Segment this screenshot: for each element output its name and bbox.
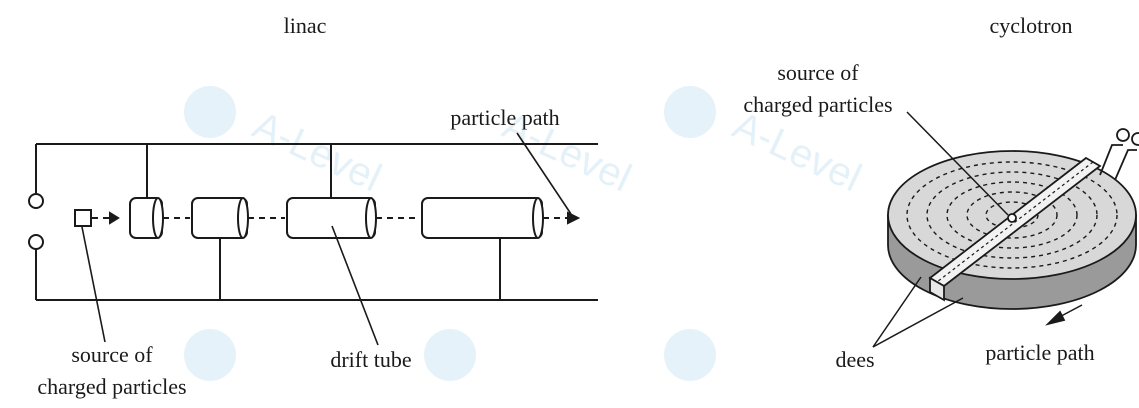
cyclotron-title: cyclotron [989, 13, 1072, 38]
leader-dee-left [872, 276, 922, 348]
watermark-text: A-Level [246, 103, 388, 200]
cyclotron-source-label-line2: charged particles [743, 92, 892, 117]
watermark-logo [664, 329, 716, 381]
linac-particle-path-label: particle path [450, 105, 559, 130]
linac-terminal-bottom [28, 234, 44, 250]
linac-source-box [74, 209, 92, 227]
cyclotron-particle-path-label: particle path [985, 340, 1094, 365]
drift-tube-3 [286, 197, 377, 239]
leader-linac-source [81, 226, 106, 343]
watermark-logo [184, 329, 236, 381]
linac-source-label-line1: source of [71, 342, 153, 367]
cyclotron-source-label-line1: source of [777, 60, 859, 85]
leader-cyclotron-source [906, 111, 1009, 216]
cyclotron-diagram [872, 111, 1139, 348]
drift-tube-label: drift tube [330, 347, 411, 372]
dee-gap-front [929, 276, 945, 302]
cyclotron-terminals [1099, 128, 1139, 181]
watermark-logo [424, 329, 476, 381]
linac-diagram [28, 132, 598, 346]
watermark-text: A-Level [726, 103, 868, 200]
watermark-logo [664, 86, 716, 138]
linac-arrow-start [109, 211, 120, 225]
leader-linac-particle-path [516, 132, 572, 215]
cyclotron-path-arrow [1045, 310, 1066, 326]
linac-terminal-top [28, 193, 44, 209]
watermark-logo [184, 86, 236, 138]
drift-tube-1 [129, 197, 164, 239]
linac-title: linac [284, 13, 327, 38]
drift-tube-2 [191, 197, 249, 239]
dees-label: dees [835, 347, 874, 372]
cyclotron-spiral-path [906, 161, 1118, 269]
linac-arrow-end [567, 211, 581, 225]
linac-source-label-line2: charged particles [37, 374, 186, 399]
cyclotron-source-dot [1007, 213, 1017, 223]
drift-tube-4 [421, 197, 544, 239]
gap-centerline [936, 161, 1094, 283]
leader-drift-tube [331, 225, 379, 346]
leader-dee-right [872, 297, 964, 348]
